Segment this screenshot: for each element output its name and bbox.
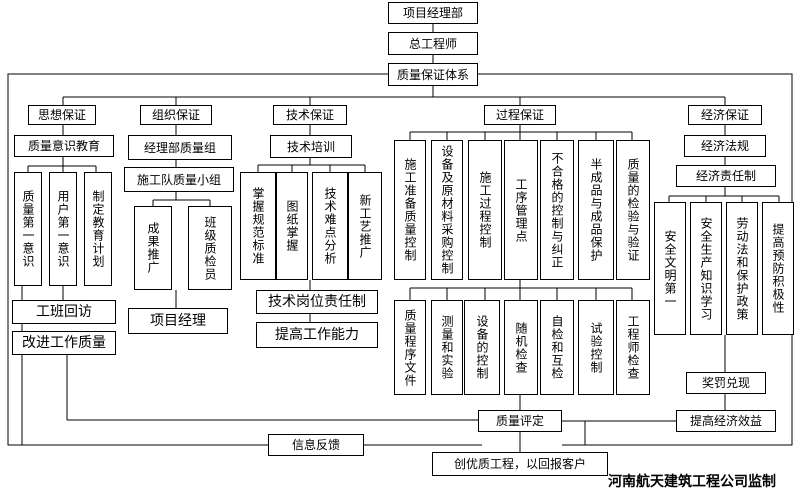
quality-system-box: 质量保证体系 — [388, 63, 478, 86]
process-item-construction-prep: 施工准备质量控制 — [394, 140, 426, 280]
create-quality-project-box: 创优质工程，以回报客户 — [432, 452, 608, 476]
economic-regulations-box: 经济法规 — [684, 135, 766, 157]
process-item-procedure-points: 工序管理点 — [504, 140, 538, 280]
econ-item-safety-study: 安全生产知识学习 — [690, 202, 722, 335]
process-item-self-check: 自检和互检 — [540, 300, 574, 395]
project-manager-box: 项目经理 — [128, 308, 228, 334]
ideology-item-quality-first: 质量第一意识 — [14, 172, 42, 286]
reward-penalty-box: 奖罚兑现 — [686, 372, 766, 394]
project-manager-dept-box: 项目经理部 — [388, 2, 478, 24]
economic-assurance-header: 经济保证 — [688, 105, 762, 125]
info-feedback-box: 信息反馈 — [268, 434, 364, 456]
improve-work-quality-box: 改进工作质量 — [12, 331, 116, 355]
tech-item-drawing-mastery: 图纸掌握 — [276, 172, 308, 280]
technical-training-box: 技术培训 — [270, 135, 352, 158]
tech-item-difficulty-analysis: 技术难点分析 — [312, 172, 348, 280]
process-item-nonconformity: 不合格的控制与纠正 — [540, 140, 574, 280]
tech-item-new-process: 新工艺推广 — [348, 172, 382, 280]
process-assurance-header: 过程保证 — [484, 105, 556, 125]
ideology-item-user-first: 用户第一意识 — [49, 172, 77, 286]
process-item-test-control: 试验控制 — [578, 300, 614, 395]
econ-item-prevention: 提高预防积极性 — [762, 202, 794, 335]
tech-item-master-standards: 掌握规范标准 — [240, 172, 276, 280]
econ-item-safety-first: 安全文明第一 — [654, 202, 686, 335]
improve-economic-benefit-box: 提高经济效益 — [676, 410, 776, 432]
technical-assurance-header: 技术保证 — [273, 105, 347, 125]
org-item-result-promotion: 成果推广 — [134, 206, 172, 290]
improve-work-ability-box: 提高工作能力 — [256, 322, 378, 348]
tech-position-responsibility-box: 技术岗位责任制 — [256, 290, 378, 314]
process-item-procedure-docs: 质量程序文件 — [394, 300, 426, 395]
company-watermark: 河南航天建筑工程公司监制 — [608, 474, 776, 490]
process-item-inspection: 质量的检验与验证 — [616, 140, 650, 280]
org-item-quality-inspector: 班级质检员 — [188, 206, 232, 290]
ideology-item-education-plan: 制定教育计划 — [84, 172, 112, 286]
team-revisit-box: 工班回访 — [12, 300, 116, 324]
process-item-equipment-control: 设备的控制 — [464, 300, 500, 395]
quality-awareness-education-box: 质量意识教育 — [14, 135, 114, 157]
process-item-random-check: 随机检查 — [504, 300, 538, 395]
process-item-construction-process: 施工过程控制 — [468, 140, 502, 280]
dept-quality-group-box: 经理部质量组 — [128, 135, 232, 160]
process-item-measurement: 测量和实验 — [431, 300, 463, 395]
economic-responsibility-box: 经济责任制 — [676, 165, 776, 187]
chief-engineer-box: 总工程师 — [388, 32, 478, 55]
econ-item-labor-law: 劳动法和保护政策 — [726, 202, 758, 335]
process-item-procurement: 设备及原材料采购控制 — [431, 140, 463, 280]
process-item-product-protection: 半成品与成品保护 — [578, 140, 614, 280]
organization-assurance-header: 组织保证 — [140, 105, 212, 125]
ideology-assurance-header: 思想保证 — [28, 105, 96, 125]
team-quality-group-box: 施工队质量小组 — [124, 167, 234, 192]
quality-evaluation-box: 质量评定 — [478, 410, 562, 432]
process-item-engineer-check: 工程师检查 — [616, 300, 650, 395]
